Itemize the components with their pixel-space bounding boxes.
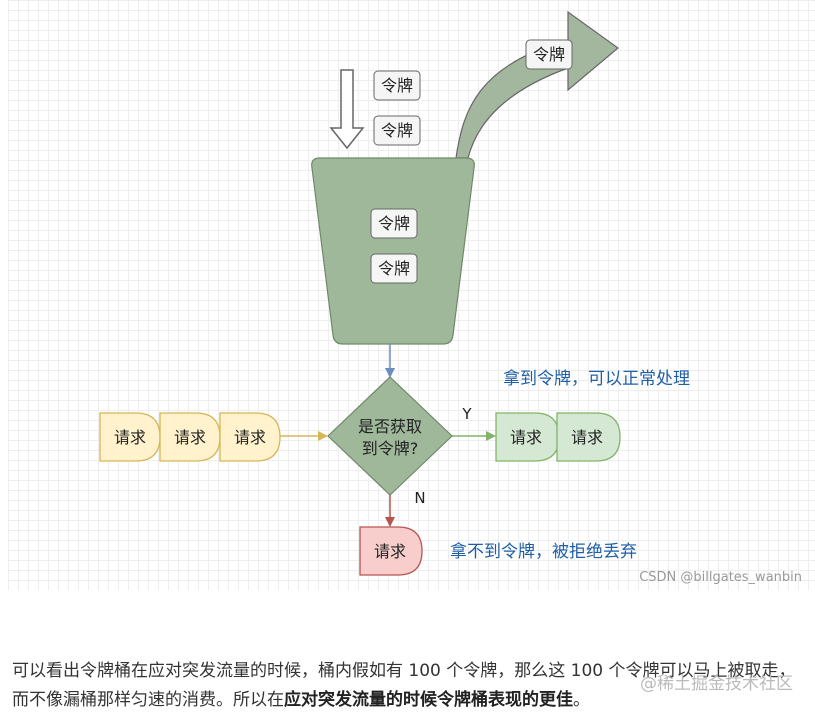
incoming-request-2: 请求 [159, 412, 221, 462]
svg-text:令牌: 令牌 [378, 259, 410, 278]
decision-line-1: 是否获取 [358, 417, 422, 436]
yes-caption: 拿到令牌，可以正常处理 [503, 368, 690, 389]
juejin-watermark: @稀土掘金技术社区 [640, 674, 793, 694]
emphasis-text: 应对突发流量的时候令牌桶表现的更佳 [284, 690, 573, 710]
svg-text:请求: 请求 [114, 428, 146, 447]
no-label: N [414, 489, 425, 507]
decision-line-2: 到令牌? [362, 439, 419, 458]
token-bucket [311, 157, 475, 345]
svg-text:请求: 请求 [174, 428, 206, 447]
accepted-request-2: 请求 [556, 412, 621, 462]
incoming-request-1: 请求 [99, 412, 161, 462]
svg-text:令牌: 令牌 [381, 121, 413, 140]
incoming-token-arrow [329, 69, 365, 150]
svg-text:请求: 请求 [374, 542, 406, 561]
svg-text:请求: 请求 [510, 428, 542, 447]
outgoing-token-arrow [455, 10, 619, 159]
incoming-token-1: 令牌 [373, 70, 421, 101]
decision-diamond [327, 376, 453, 496]
bucket-token-2: 令牌 [370, 253, 418, 284]
svg-text:令牌: 令牌 [381, 76, 413, 95]
token-bucket-diagram: 令牌 令牌 令牌 令牌 令牌 是否获取 到令牌? 请求 请求 请求 Y [8, 0, 815, 590]
bucket-token-1: 令牌 [370, 208, 418, 239]
rejected-request: 请求 [359, 526, 423, 576]
svg-text:请求: 请求 [571, 428, 603, 447]
svg-text:请求: 请求 [234, 428, 266, 447]
incoming-request-3: 请求 [219, 412, 281, 462]
svg-text:令牌: 令牌 [378, 214, 410, 233]
no-caption: 拿不到令牌，被拒绝丢弃 [450, 541, 637, 562]
csdn-watermark: CSDN @billgates_wanbin [639, 570, 802, 585]
article-paragraph: 可以看出令牌桶在应对突发流量的时候，桶内假如有 100 个令牌，那么这 100 … [12, 661, 796, 710]
outgoing-token: 令牌 [525, 39, 573, 70]
svg-text:令牌: 令牌 [533, 45, 565, 64]
incoming-token-2: 令牌 [373, 115, 421, 146]
yes-label: Y [461, 405, 472, 423]
accepted-request-1: 请求 [495, 412, 560, 462]
